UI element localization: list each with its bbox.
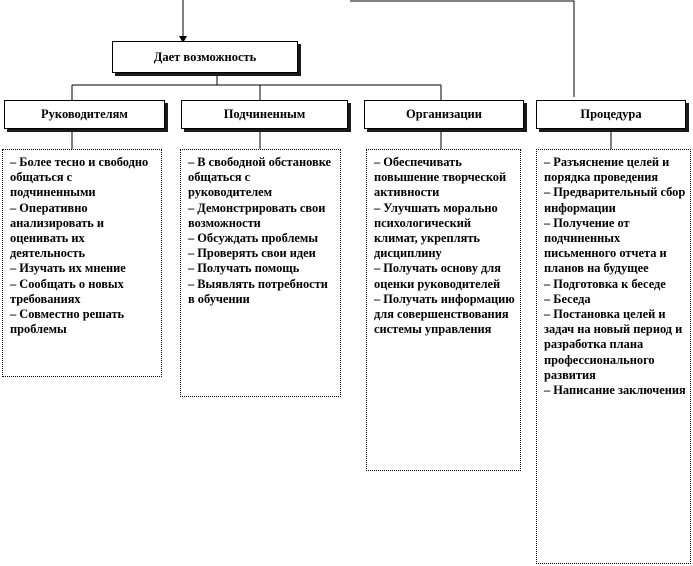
list-item: – Оперативно анализировать и оценивать и… <box>10 200 105 261</box>
list-item: – Обеспечивать повышение творческой акти… <box>374 155 507 200</box>
procedure-feed-line <box>350 0 575 97</box>
top-box: Дает возможность <box>112 41 298 73</box>
top-box-label: Дает возможность <box>153 49 257 64</box>
list-item: – Проверять свои идеи <box>188 246 316 261</box>
list-item: – Изучать их мнение <box>10 261 126 276</box>
list-item: – Получение от подчиненных письменного о… <box>544 215 667 276</box>
header-label: Руководителям <box>41 107 128 121</box>
list-item: – Постановка целей и задач на новый пери… <box>544 307 683 382</box>
list-podchinennym: – В свободной обстановке общаться с руко… <box>180 149 341 397</box>
list-item: – Предварительный сбор информации <box>544 185 686 215</box>
list-item: – Совместно решать проблемы <box>10 307 125 337</box>
list-organizatsii: – Обеспечивать повышение творческой акти… <box>366 149 521 471</box>
list-item: – Получать основу для оценки руководител… <box>374 261 501 291</box>
list-protsedura: – Разъяснение целей и порядка проведения… <box>536 149 691 564</box>
incoming-arrowhead <box>179 36 187 43</box>
header-protsedura: Процедура <box>536 100 686 129</box>
list-item: – Получать помощь <box>188 261 300 276</box>
list-item: – Обсуждать проблемы <box>188 231 319 246</box>
list-item: – Сообщать о новых требованиях <box>10 276 124 306</box>
list-item: – Подготовка к беседе <box>544 276 666 291</box>
list-item: – Получать информацию для совершенствова… <box>374 291 515 337</box>
list-item: – Написание заключения <box>544 383 686 398</box>
list-rukovoditelyam: – Более тесно и свободно общаться с подч… <box>2 149 162 377</box>
list-item: – Беседа <box>544 291 591 306</box>
list-item: – Улучшать морально психологический клим… <box>374 200 498 261</box>
list-item: – Разъяснение целей и порядка проведения <box>544 155 670 185</box>
list-item: – В свободной обстановке общаться с руко… <box>188 155 332 200</box>
header-label: Организации <box>406 107 482 121</box>
header-label: Подчиненным <box>223 107 306 121</box>
header-podchinennym: Подчиненным <box>181 100 348 129</box>
header-label: Процедура <box>580 107 642 121</box>
list-item: – Демонстрировать свои возможности <box>188 200 326 230</box>
list-item: – Более тесно и свободно общаться с подч… <box>10 155 149 200</box>
header-organizatsii: Организации <box>364 100 524 129</box>
header-rukovoditelyam: Руководителям <box>4 100 165 129</box>
list-item: – Выявлять потребности в обучении <box>188 276 328 306</box>
